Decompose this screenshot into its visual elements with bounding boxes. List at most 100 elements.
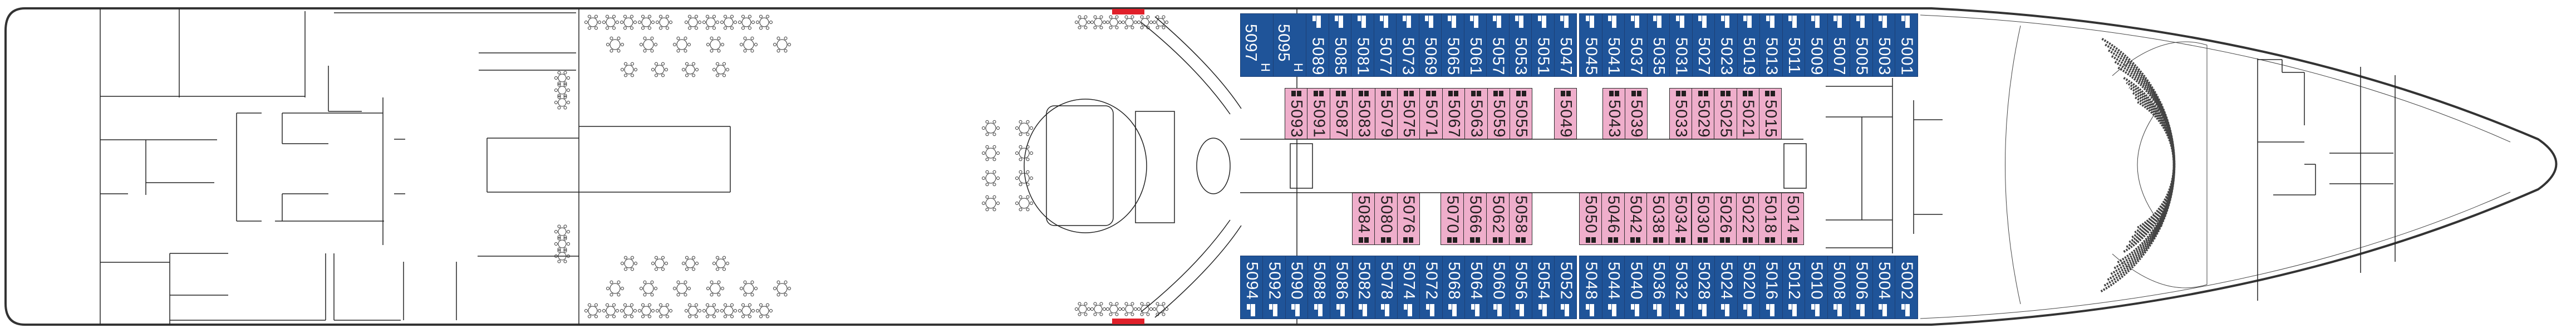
cabin-5043[interactable]: 5043 [1602, 88, 1625, 139]
cabin-5088[interactable]: 5088 [1307, 256, 1331, 319]
cabin-5069[interactable]: 5069 [1418, 13, 1442, 77]
chair-icon [1087, 307, 1090, 311]
cabin-5070[interactable]: 5070 [1441, 193, 1464, 245]
cabin-5075[interactable]: 5075 [1397, 88, 1420, 139]
chair-icon [985, 195, 989, 199]
cabin-5086[interactable]: 5086 [1330, 256, 1353, 319]
cabin-5003[interactable]: 5003 [1872, 13, 1895, 77]
cabin-5037[interactable]: 5037 [1624, 13, 1648, 77]
cabin-5057[interactable]: 5057 [1486, 13, 1510, 77]
cabin-5010[interactable]: 5010 [1805, 256, 1828, 319]
cabin-5020[interactable]: 5020 [1737, 256, 1760, 319]
chair-icon [717, 49, 721, 53]
cabin-5012[interactable]: 5012 [1782, 256, 1805, 319]
cabin-5062[interactable]: 5062 [1486, 193, 1510, 245]
cabin-5064[interactable]: 5064 [1464, 256, 1488, 319]
cabin-5089[interactable]: 5089 [1306, 13, 1329, 77]
cabin-5090[interactable]: 5090 [1285, 256, 1308, 319]
cabin-5016[interactable]: 5016 [1759, 256, 1783, 319]
cabin-5001[interactable]: 5001 [1895, 13, 1918, 77]
cabin-5084[interactable]: 5084 [1352, 193, 1375, 245]
cabin-5019[interactable]: 5019 [1737, 13, 1760, 77]
cabin-number: 5092 [1265, 262, 1284, 300]
cabin-5008[interactable]: 5008 [1827, 256, 1850, 319]
cabin-5034[interactable]: 5034 [1669, 193, 1692, 245]
cabin-5054[interactable]: 5054 [1531, 256, 1555, 319]
cabin-5009[interactable]: 5009 [1805, 13, 1828, 77]
cabin-5085[interactable]: 5085 [1328, 13, 1351, 77]
cabin-5072[interactable]: 5072 [1419, 256, 1443, 319]
cabin-5087[interactable]: 5087 [1329, 88, 1353, 139]
cabin-5040[interactable]: 5040 [1624, 256, 1648, 319]
cabin-5079[interactable]: 5079 [1374, 88, 1398, 139]
cabin-5092[interactable]: 5092 [1262, 256, 1286, 319]
cabin-5029[interactable]: 5029 [1692, 88, 1715, 139]
cabin-5080[interactable]: 5080 [1374, 193, 1398, 245]
cabin-5050[interactable]: 5050 [1579, 193, 1602, 245]
cabin-5026[interactable]: 5026 [1713, 193, 1737, 245]
cabin-5083[interactable]: 5083 [1352, 88, 1375, 139]
cabin-5028[interactable]: 5028 [1692, 256, 1715, 319]
cabin-5007[interactable]: 5007 [1827, 13, 1850, 77]
cabin-5066[interactable]: 5066 [1463, 193, 1487, 245]
cabin-5052[interactable]: 5052 [1554, 256, 1577, 319]
cabin-5045[interactable]: 5045 [1579, 13, 1602, 77]
cabin-5056[interactable]: 5056 [1509, 256, 1532, 319]
cabin-5011[interactable]: 5011 [1782, 13, 1805, 77]
cabin-5006[interactable]: 5006 [1850, 256, 1873, 319]
cabin-5021[interactable]: 5021 [1736, 88, 1759, 139]
cabin-5071[interactable]: 5071 [1419, 88, 1443, 139]
cabin-5025[interactable]: 5025 [1714, 88, 1737, 139]
cabin-5014[interactable]: 5014 [1781, 193, 1804, 245]
cabin-5077[interactable]: 5077 [1373, 13, 1397, 77]
cabin-5059[interactable]: 5059 [1487, 88, 1510, 139]
cabin-5093[interactable]: 5093 [1285, 88, 1308, 139]
cabin-5033[interactable]: 5033 [1669, 88, 1693, 139]
cabin-5036[interactable]: 5036 [1646, 256, 1670, 319]
cabin-5013[interactable]: 5013 [1759, 13, 1783, 77]
cabin-5048[interactable]: 5048 [1579, 256, 1602, 319]
cabin-5067[interactable]: 5067 [1442, 88, 1466, 139]
cabin-5053[interactable]: 5053 [1508, 13, 1532, 77]
cabin-5074[interactable]: 5074 [1397, 256, 1420, 319]
cabin-5055[interactable]: 5055 [1510, 88, 1533, 139]
cabin-5078[interactable]: 5078 [1374, 256, 1398, 319]
cabin-5015[interactable]: 5015 [1758, 88, 1782, 139]
cabin-5032[interactable]: 5032 [1669, 256, 1693, 319]
cabin-5035[interactable]: 5035 [1646, 13, 1670, 77]
cabin-5082[interactable]: 5082 [1352, 256, 1375, 319]
cabin-5094[interactable]: 5094 [1240, 256, 1264, 319]
cabin-5047[interactable]: 5047 [1554, 13, 1577, 77]
cabin-5061[interactable]: 5061 [1463, 13, 1487, 77]
cabin-5030[interactable]: 5030 [1691, 193, 1714, 245]
cabin-5023[interactable]: 5023 [1714, 13, 1738, 77]
cabin-5058[interactable]: 5058 [1509, 193, 1532, 245]
cabin-5068[interactable]: 5068 [1442, 256, 1465, 319]
cabin-5073[interactable]: 5073 [1396, 13, 1419, 77]
cabin-5005[interactable]: 5005 [1850, 13, 1873, 77]
cabin-5031[interactable]: 5031 [1669, 13, 1693, 77]
cabin-5027[interactable]: 5027 [1692, 13, 1715, 77]
cabin-5049[interactable]: 5049 [1554, 88, 1577, 139]
cabin-5046[interactable]: 5046 [1601, 193, 1625, 245]
cabin-5042[interactable]: 5042 [1624, 193, 1647, 245]
cabin-5063[interactable]: 5063 [1464, 88, 1488, 139]
cabin-5065[interactable]: 5065 [1441, 13, 1464, 77]
cabin-5039[interactable]: 5039 [1625, 88, 1648, 139]
cabin-5081[interactable]: 5081 [1351, 13, 1374, 77]
cabin-5022[interactable]: 5022 [1736, 193, 1759, 245]
cabin-5038[interactable]: 5038 [1646, 193, 1670, 245]
cabin-5018[interactable]: 5018 [1758, 193, 1782, 245]
door-icon [1608, 16, 1617, 28]
cabin-5060[interactable]: 5060 [1487, 256, 1510, 319]
cabin-5024[interactable]: 5024 [1714, 256, 1738, 319]
cabin-5044[interactable]: 5044 [1601, 256, 1625, 319]
cabin-5051[interactable]: 5051 [1531, 13, 1555, 77]
cabin-5004[interactable]: 5004 [1872, 256, 1895, 319]
cabin-5041[interactable]: 5041 [1601, 13, 1625, 77]
cabin-5091[interactable]: 5091 [1307, 88, 1330, 139]
cabin-5076[interactable]: 5076 [1397, 193, 1420, 245]
cabin-5002[interactable]: 5002 [1895, 256, 1918, 319]
